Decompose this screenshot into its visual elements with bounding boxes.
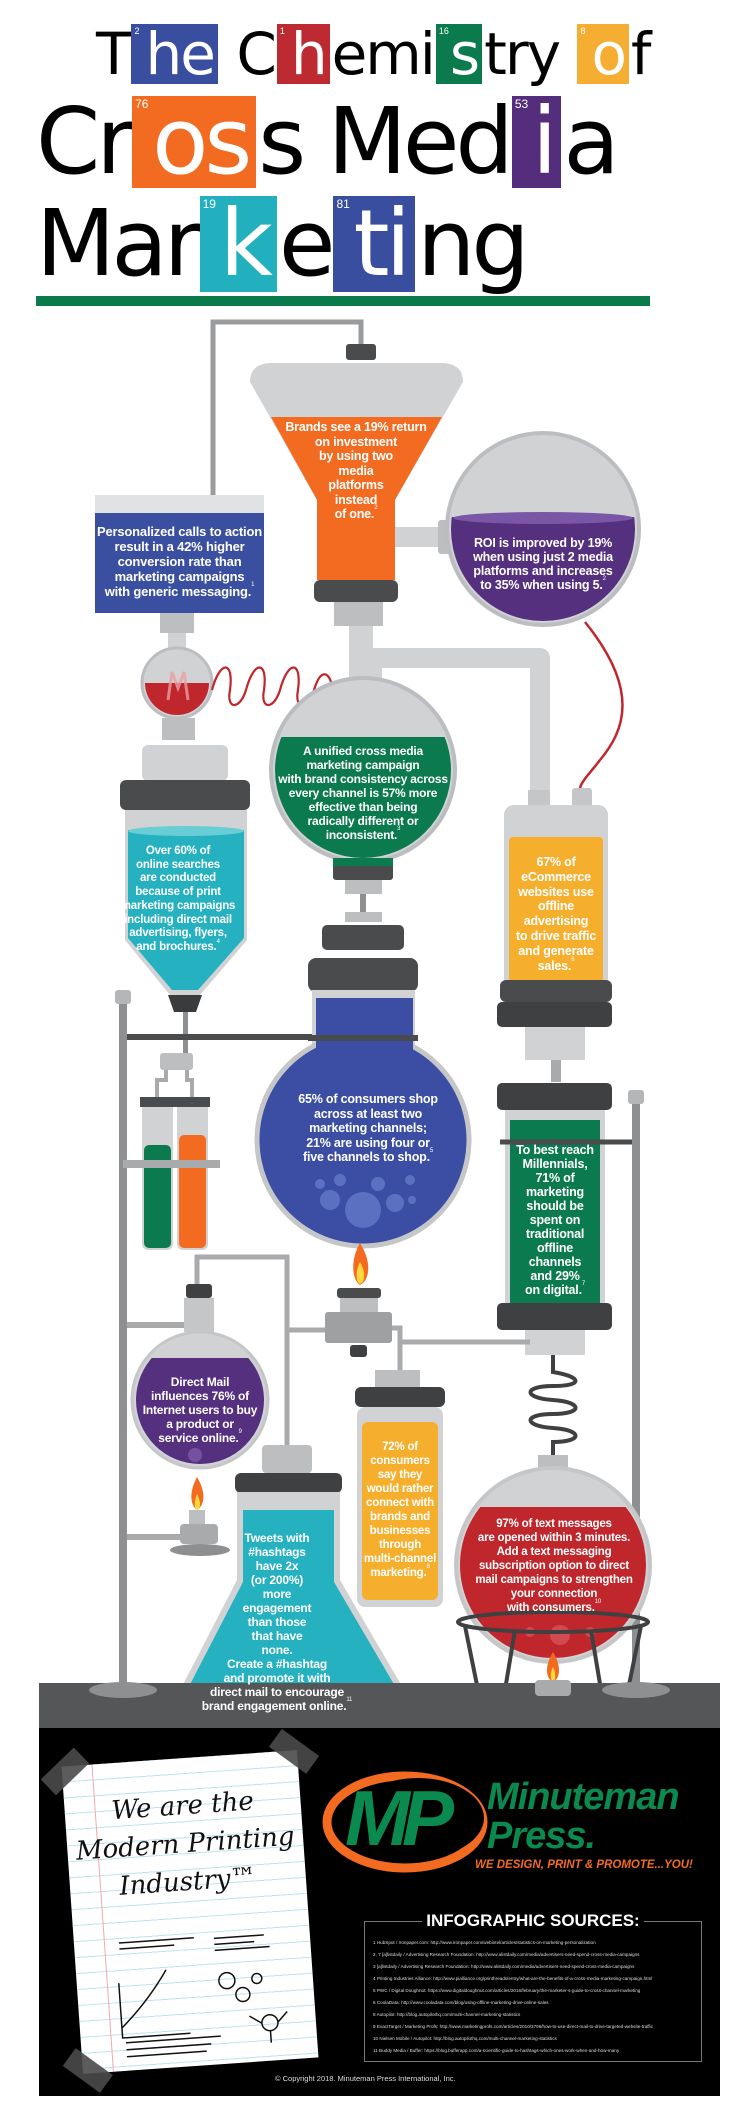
source-item: 10 Nielsen Mobile / Autopilot: http://bl… <box>373 2036 557 2041</box>
stat-connect: 72% of consumers say they would rather c… <box>358 1440 442 1580</box>
stat-personalized: Personalized calls to action result in a… <box>95 524 264 599</box>
stat-text-messages: 97% of text messages are opened within 3… <box>462 1517 646 1615</box>
title-text: e <box>278 190 336 297</box>
footnote: 3 <box>397 826 401 832</box>
title-text: emi <box>331 20 436 88</box>
source-item: 6 CoolaData: http://www.cooladata.com/bl… <box>373 2000 549 2005</box>
footnote: 1 <box>251 582 255 588</box>
stat-text: Over 60% of online searches are conducte… <box>120 845 236 953</box>
stat-text: Direct Mail influences 76% of Internet u… <box>142 1375 258 1445</box>
element-letters: ti <box>353 190 411 297</box>
element-letters: h <box>290 20 328 88</box>
title-text: try <box>484 20 576 88</box>
element-letters: s <box>449 20 480 88</box>
footnote: 6 <box>571 956 575 963</box>
source-item: 3 [a]listdaily / Advertising Research Fo… <box>373 1964 635 1969</box>
element-letters: os <box>152 88 252 195</box>
stat-unified: A unified cross media marketing campaign… <box>278 744 448 842</box>
footnote: 7 <box>581 1281 585 1287</box>
element-number: 1 <box>279 26 285 36</box>
sources-title-text: INFOGRAPHIC SOURCES: <box>422 1911 644 1930</box>
stat-text: To best reach Millennials, 71% of market… <box>516 1143 594 1297</box>
element-tile: 2 he <box>131 20 218 88</box>
stat-consumers-shop: 65% of consumers shop across at least tw… <box>293 1092 443 1165</box>
title-underline <box>36 296 650 306</box>
source-item: 8 Autopilot: http://blog.autopilothq.com… <box>373 2012 521 2017</box>
title-text: a <box>563 88 619 195</box>
brand-name-press: Press. <box>487 1815 596 1857</box>
element-number: 19 <box>202 197 216 211</box>
title-text: ng <box>417 190 530 297</box>
element-number: 8 <box>580 26 586 36</box>
element-number: 16 <box>438 26 449 36</box>
stat-roi-improved: ROI is improved by 19% when using just 2… <box>463 536 623 592</box>
source-item: 11 Buddy Media / Buffer: https://blog.bu… <box>373 2048 620 2053</box>
stat-ecommerce: 67% of eCommerce websites use offline ad… <box>504 855 608 973</box>
stat-text: A unified cross media marketing campaign… <box>278 744 448 842</box>
sources-box: INFOGRAPHIC SOURCES: 1 HubSpot / Ironpap… <box>364 1911 702 2062</box>
stat-text: 72% of consumers say they would rather c… <box>363 1441 437 1579</box>
title-text: f <box>630 20 651 88</box>
title-text: T <box>96 20 131 88</box>
note-paper: We are the Modern Printing Industry™ <box>40 1728 320 2093</box>
stat-text: 65% of consumers shop across at least tw… <box>298 1092 438 1164</box>
source-item: 9 ExactTarget / Marketing Profs: http://… <box>373 2024 653 2029</box>
footnote: 8 <box>426 1564 430 1570</box>
sources-title: INFOGRAPHIC SOURCES: <box>365 1911 701 1931</box>
source-item: 5 PWC / Digital Doughnut: https://www.di… <box>373 1988 641 1993</box>
footnote: 2 <box>602 576 606 582</box>
element-number: 53 <box>514 97 529 111</box>
footnote: 10 <box>594 1599 602 1605</box>
element-number: 76 <box>135 97 149 111</box>
minuteman-logo-mark: MP <box>345 1774 454 1862</box>
paper-doodles <box>118 1934 288 2058</box>
copyright: © Copyright 2018. Minuteman Press Intern… <box>275 2074 456 2083</box>
stat-online-searches: Over 60% of online searches are conducte… <box>117 845 239 955</box>
footnote: 4 <box>216 938 220 945</box>
source-item: 2, 7 [a]listdaily / Advertising Research… <box>373 1952 640 1957</box>
brand-tagline: WE DESIGN, PRINT & PROMOTE...YOU! <box>475 1859 693 1871</box>
element-number: 81 <box>336 197 350 211</box>
element-letters: k <box>219 190 273 297</box>
source-item: 1 HubSpot / Ironpaper.com: http://www.ir… <box>373 1940 596 1945</box>
element-letters: i <box>531 88 557 195</box>
stat-text: 67% of eCommerce websites use offline ad… <box>515 855 597 973</box>
title-text: C <box>219 20 277 88</box>
element-letters: o <box>591 20 626 88</box>
footnote: 5 <box>429 1148 433 1154</box>
brand-name: Minuteman <box>487 1776 680 1818</box>
footnote: 2 <box>374 505 378 511</box>
stat-text: ROI is improved by 19% when using just 2… <box>473 536 613 592</box>
stat-direct-mail: Direct Mail influences 76% of Internet u… <box>133 1375 267 1445</box>
stat-hashtags: Tweets with #hashtags have 2x (or 200%) … <box>197 1531 357 1713</box>
footnote: 9 <box>238 1429 242 1435</box>
source-item: 4 Printing Industries Alliance: http://w… <box>373 1976 653 1981</box>
stat-text: 97% of text messages are opened within 3… <box>475 1518 633 1614</box>
title-text: s Med <box>258 88 514 195</box>
title-text: Mar <box>36 190 202 297</box>
element-letters: he <box>145 20 215 88</box>
stat-brands-roi: Brands see a 19% return on investment by… <box>281 420 431 522</box>
footnote: 11 <box>346 1697 353 1703</box>
stat-millennials: To best reach Millennials, 71% of market… <box>505 1143 605 1297</box>
title-text: Cr <box>36 88 134 195</box>
stat-text: Tweets with #hashtags have 2x (or 200%) … <box>201 1531 347 1713</box>
sources-list: 1 HubSpot / Ironpaper.com: http://www.ir… <box>373 1937 697 2057</box>
element-number: 2 <box>134 26 140 36</box>
stat-text: Brands see a 19% return on investment by… <box>285 420 427 521</box>
stat-text: Personalized calls to action result in a… <box>97 524 262 599</box>
